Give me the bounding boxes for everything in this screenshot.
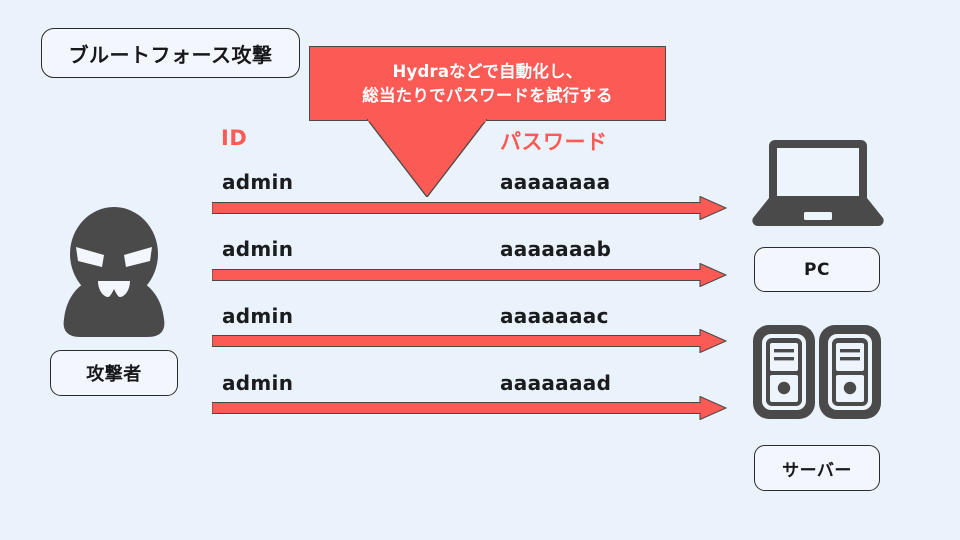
server-label-chip: サーバー <box>754 445 880 491</box>
cell-id-1: admin <box>222 237 294 261</box>
column-header-id: ID <box>221 126 248 150</box>
server-icon <box>753 325 881 419</box>
attacker-label-chip: 攻撃者 <box>50 350 178 396</box>
login-attempt-arrow-0 <box>212 196 727 220</box>
callout-body: Hydraなどで自動化し、 総当たりでパスワードを試行する <box>309 46 666 121</box>
pc-label-chip: PC <box>754 247 880 292</box>
column-header-password: パスワード <box>500 130 608 154</box>
diagram-title-label: ブルートフォース攻撃 <box>68 42 273 67</box>
pc-label: PC <box>804 259 830 280</box>
server-label: サーバー <box>782 460 852 481</box>
attacker-label: 攻撃者 <box>86 364 142 385</box>
laptop-icon <box>752 140 884 226</box>
cell-password-1: aaaaaaab <box>500 237 612 261</box>
cell-id-0: admin <box>222 170 294 194</box>
callout-banner: Hydraなどで自動化し、 総当たりでパスワードを試行する <box>309 46 666 197</box>
cell-password-0: aaaaaaaa <box>500 170 611 194</box>
cell-password-3: aaaaaaad <box>500 371 612 395</box>
cell-id-2: admin <box>222 304 294 328</box>
callout-tail-triangle <box>367 119 487 197</box>
login-attempt-arrow-2 <box>212 329 727 353</box>
login-attempt-arrow-1 <box>212 263 727 287</box>
callout-line-1: Hydraなどで自動化し、 <box>392 62 583 82</box>
callout-line-2: 総当たりでパスワードを試行する <box>362 85 613 105</box>
cell-password-2: aaaaaaac <box>500 304 609 328</box>
login-attempt-arrow-3 <box>212 396 727 420</box>
diagram-title-chip: ブルートフォース攻撃 <box>41 28 300 78</box>
cell-id-3: admin <box>222 371 294 395</box>
masked-attacker-icon <box>63 207 165 337</box>
